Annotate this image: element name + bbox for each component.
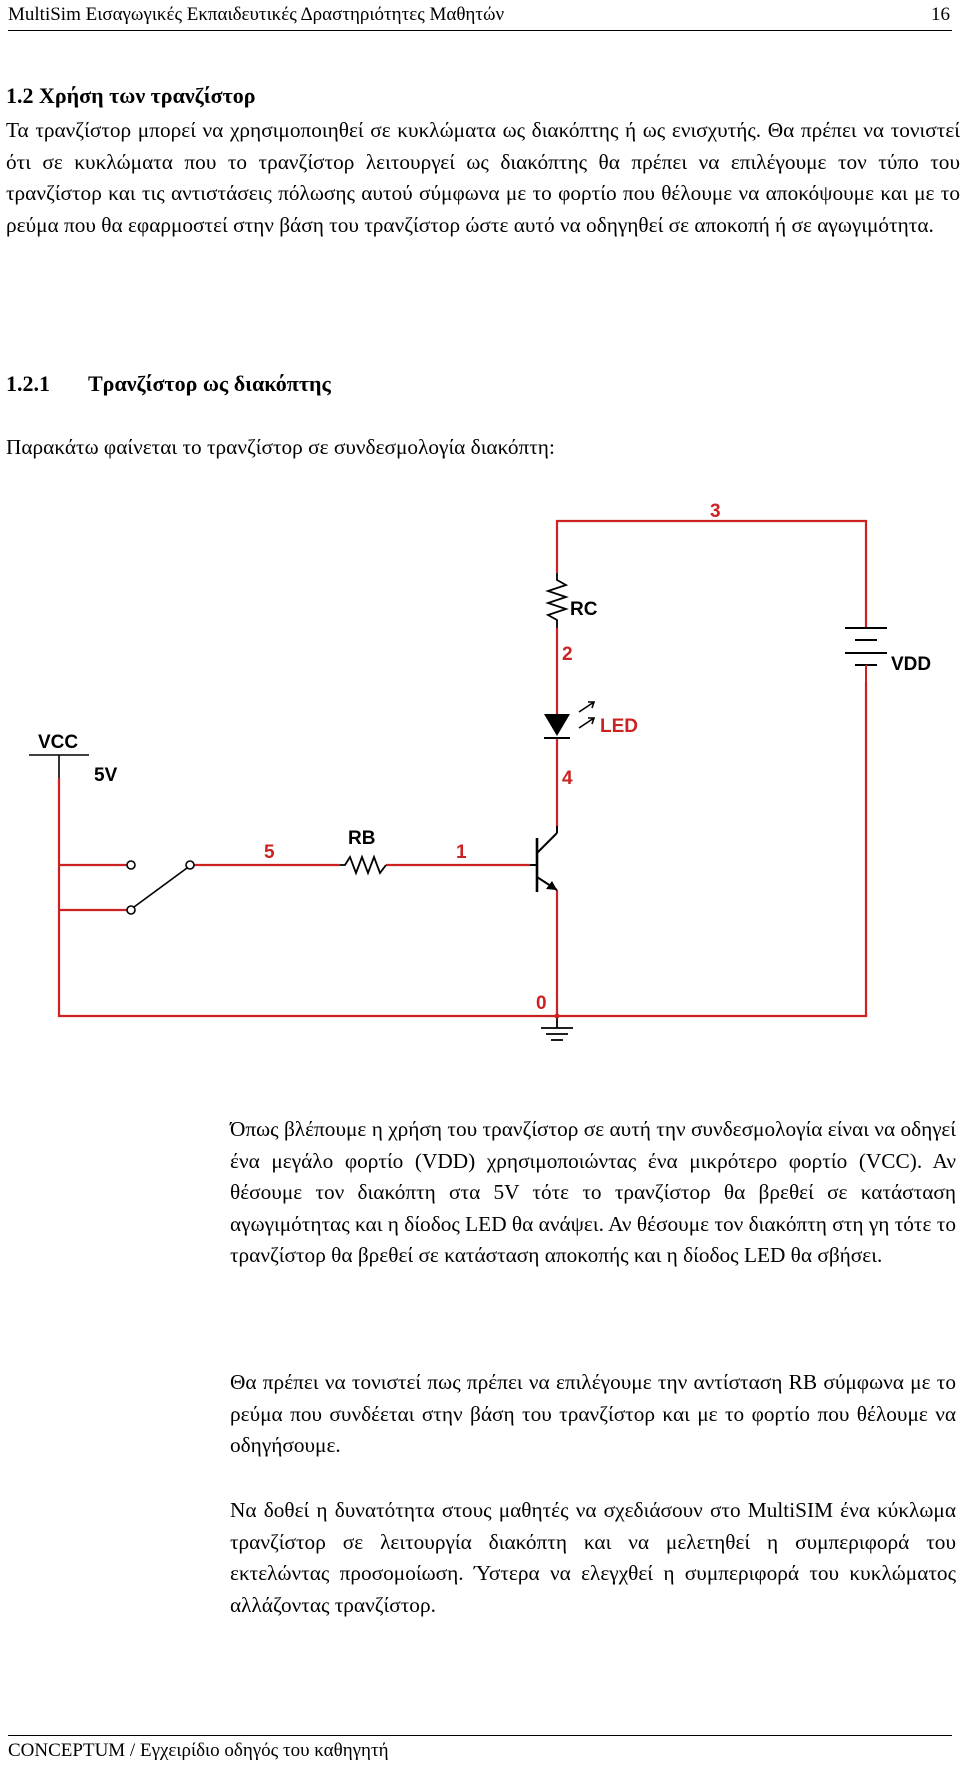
- npn-transistor: [530, 826, 558, 892]
- node-1-label: 1: [456, 842, 467, 863]
- node-5-label: 5: [264, 842, 275, 863]
- rb-resistor: [340, 854, 387, 876]
- rc-label: RC: [570, 599, 598, 620]
- circuit-wires: [57, 519, 868, 1018]
- vdd-battery: [845, 627, 887, 682]
- vcc-source: [29, 754, 89, 778]
- subsection-title: Τρανζίστορ ως διακόπτης: [88, 371, 331, 396]
- node-4-label: 4: [562, 768, 573, 789]
- v5-label: 5V: [94, 765, 118, 786]
- led-label: LED: [600, 716, 638, 737]
- page-footer: CONCEPTUM / Εγχειρίδιο οδηγός του καθηγη…: [8, 1735, 952, 1764]
- paragraph-3: Να δοθεί η δυνατότητα στους μαθητές να σ…: [230, 1498, 956, 1617]
- ground-junction: [554, 1013, 560, 1019]
- section-title: 1.2 Χρήση των τρανζίστορ: [6, 83, 256, 108]
- page-header: MultiSim Εισαγωγικές Εκπαιδευτικές Δραστ…: [8, 2, 952, 31]
- led-diode: [544, 701, 596, 739]
- header-title: MultiSim Εισαγωγικές Εκπαιδευτικές Δραστ…: [8, 4, 505, 25]
- rb-label: RB: [348, 828, 375, 849]
- page-number: 16: [931, 4, 950, 25]
- ground-symbol: [541, 1016, 573, 1041]
- wire-bottom: [57, 682, 868, 1018]
- circuit-diagram: 3 RC 2 VDD VCC 5V LED 4 5 RB 1 0: [29, 501, 931, 1041]
- footer-text: CONCEPTUM / Εγχειρίδιο οδηγός του καθηγη…: [8, 1740, 389, 1761]
- paragraph-1: Όπως βλέπουμε η χρήση του τρανζίστορ σε …: [230, 1117, 956, 1267]
- subsection-number: 1.2.1: [6, 371, 50, 396]
- wire-top: [555, 519, 868, 628]
- vdd-label: VDD: [891, 654, 931, 675]
- lead-paragraph: Παρακάτω φαίνεται το τρανζίστορ σε συνδε…: [6, 435, 555, 459]
- intro-paragraph: Τα τρανζίστορ μπορεί να χρησιμοποιηθεί σ…: [6, 118, 960, 237]
- paragraph-2: Θα πρέπει να τονιστεί πως πρέπει να επιλ…: [230, 1370, 956, 1457]
- vcc-label: VCC: [38, 732, 78, 753]
- node-3-label: 3: [710, 501, 721, 522]
- node-2-label: 2: [562, 644, 573, 665]
- rc-resistor: [545, 573, 569, 628]
- led-arrows: [578, 701, 596, 729]
- node-0-label: 0: [536, 993, 547, 1014]
- spdt-switch: [126, 860, 195, 915]
